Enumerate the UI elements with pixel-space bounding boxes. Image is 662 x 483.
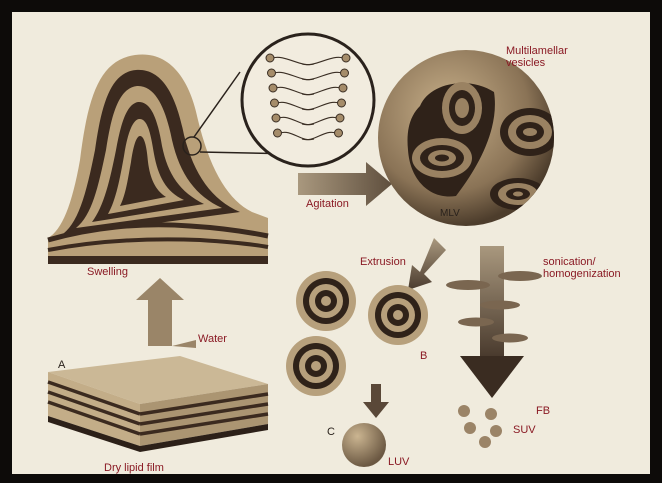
vesicle-3	[286, 336, 346, 396]
vesicle-1	[296, 271, 356, 331]
label-mlv: MLV	[440, 208, 460, 220]
label-water: Water	[198, 333, 227, 345]
label-fb: FB	[536, 405, 550, 417]
lipid-head	[266, 54, 274, 62]
zoom-line-top	[194, 72, 240, 137]
dry-lipid-film	[48, 356, 268, 452]
label-sonication-line2: homogenization	[543, 268, 621, 280]
lipid-head	[268, 69, 276, 77]
label-multilamellar-line1: Multilamellar	[506, 45, 568, 57]
lipid-head	[339, 84, 347, 92]
lipid-head	[274, 129, 282, 137]
extruded-vesicles	[286, 271, 428, 396]
label-letter-b: B	[420, 350, 427, 362]
label-dry-lipid-film: Dry lipid film	[104, 462, 164, 474]
lipid-head	[338, 99, 346, 107]
label-suv: SUV	[513, 424, 536, 436]
label-agitation: Agitation	[306, 198, 349, 210]
lipid-head	[272, 114, 280, 122]
extrusion-arrow	[408, 238, 446, 290]
lipid-head	[341, 69, 349, 77]
label-sonication-line1: sonication/	[543, 256, 596, 268]
lipid-head	[269, 84, 277, 92]
luv-arrow	[363, 384, 389, 418]
label-extrusion: Extrusion	[360, 256, 406, 268]
suv-vesicles	[458, 405, 502, 448]
lipid-head	[342, 54, 350, 62]
label-multilamellar-line2: vesicles	[506, 57, 545, 69]
lipid-head	[271, 99, 279, 107]
lipid-head	[336, 114, 344, 122]
label-luv: LUV	[388, 456, 409, 468]
label-swelling: Swelling	[87, 266, 128, 278]
vesicle-2	[368, 285, 428, 345]
swollen-lipid-mound	[48, 54, 268, 264]
luv-sphere	[342, 423, 386, 467]
water-arrow	[136, 278, 196, 348]
label-letter-c: C	[327, 426, 335, 438]
sonication-arrow	[446, 246, 542, 398]
bilayer-inset	[242, 34, 374, 166]
multilamellar-vesicle	[378, 50, 560, 226]
lipid-head	[335, 129, 343, 137]
label-letter-a: A	[58, 359, 65, 371]
